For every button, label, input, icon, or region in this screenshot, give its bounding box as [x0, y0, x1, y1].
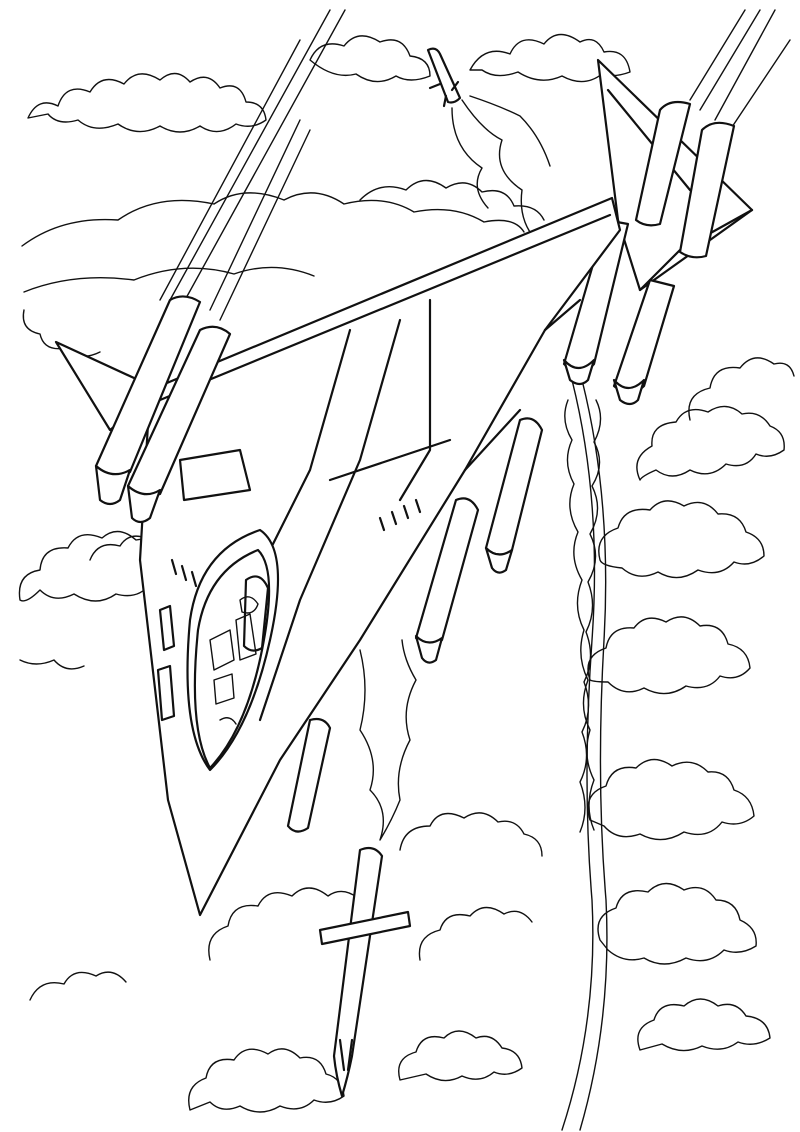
cloud-bottom-3 [418, 906, 533, 961]
right-upper-engine-2 [678, 121, 736, 259]
smoke-trails [159, 9, 791, 1131]
missile-top-fins [428, 80, 460, 108]
right-engine-pod-2 [612, 278, 676, 395]
weapons-pods [156, 417, 544, 833]
missile-bottom-tip [338, 1038, 354, 1072]
pod-right-1-tip [484, 546, 514, 574]
right-upper-engine-1 [634, 100, 692, 227]
cockpit-canopy-inner [193, 548, 271, 770]
pilot-seat [242, 575, 270, 652]
missile-flame-bottom [359, 639, 417, 841]
missile-smoke-top [451, 95, 551, 241]
cloud-band-mid [21, 192, 525, 247]
air-vents [170, 498, 422, 588]
contrail-puffs [564, 399, 595, 831]
cloud-bottom-5 [398, 1030, 523, 1082]
fuselage-panel [178, 448, 252, 502]
cloud-right-7 [637, 998, 771, 1052]
cloud-layer [18, 33, 795, 1113]
missiles [318, 47, 462, 1098]
long-contrail-2 [579, 379, 608, 1131]
cloud-right-2 [636, 405, 785, 481]
wing-panel-line [238, 298, 452, 722]
cloud-right-4 [587, 616, 751, 695]
left-nozzle-1 [94, 464, 132, 506]
missile-bottom-body [332, 846, 384, 1098]
exhaust-streak-left-2 [209, 119, 311, 321]
cloud-top [27, 72, 267, 133]
right-nozzle-2 [612, 378, 646, 406]
exhaust-streak-left [159, 9, 346, 301]
wing-trailing-line [463, 298, 582, 472]
right-tail-assembly [562, 58, 754, 406]
main-wing [138, 196, 622, 917]
missile-bottom-fins [318, 910, 412, 946]
cloud-bottom-2 [399, 812, 543, 857]
cloud-right-1 [688, 357, 795, 421]
pod-left-small-1 [158, 604, 176, 652]
aircraft-body [54, 196, 622, 917]
cloud-right-6 [597, 882, 757, 965]
left-nozzle-2 [126, 484, 162, 524]
cloud-band-mid-2 [23, 266, 315, 293]
exhaust-streak-right [689, 9, 791, 131]
cloud-top-right [469, 33, 631, 83]
cloud-right-3 [598, 500, 765, 579]
cloud-top-mid [309, 35, 431, 83]
cockpit-instruments [209, 596, 259, 725]
right-nozzle-1 [562, 358, 596, 386]
cloud-right-5 [587, 758, 755, 841]
pod-right-2-tip [414, 634, 444, 664]
cloud-bottom-6 [29, 971, 127, 1001]
wing-leading-edge [158, 213, 612, 402]
cloud-bottom-1 [208, 887, 359, 961]
cloud-left-3 [89, 535, 151, 561]
cloud-left-2 [19, 659, 85, 670]
contrail-puffs-right [579, 399, 602, 833]
pod-left-small-2 [156, 664, 176, 722]
pod-center [286, 717, 332, 833]
missile-top [426, 47, 462, 104]
cloud-bottom-4 [188, 1048, 345, 1113]
long-contrail [561, 379, 596, 1131]
cloud-upper-right-band [359, 179, 545, 221]
cockpit [186, 528, 280, 772]
